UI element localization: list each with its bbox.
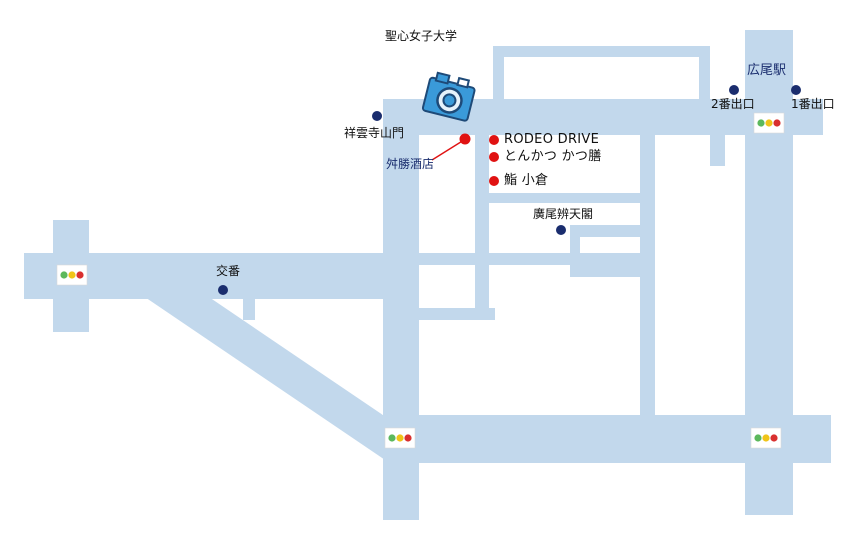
- road-diagonal: [129, 257, 406, 460]
- marker-hotel: [459, 133, 471, 145]
- marker-exit2: [729, 85, 739, 95]
- road-west-down-stub: [243, 290, 255, 320]
- road-north-loop-inner: [504, 57, 699, 99]
- camera-icon: [421, 71, 476, 122]
- road-stub-small: [710, 130, 725, 166]
- marker-tonkatsu: [489, 152, 499, 162]
- traffic-signal-west: [56, 264, 88, 286]
- label-exit1: 1番出口: [791, 97, 835, 111]
- label-station: 広尾駅: [747, 63, 787, 78]
- road-inner-east-vertical: [640, 130, 655, 420]
- marker-sushi: [489, 176, 499, 186]
- label-tonkatsu: とんかつ かつ膳: [504, 149, 602, 164]
- road-connector-2: [415, 308, 495, 320]
- marker-rodeo: [489, 135, 499, 145]
- hotel-leader-line: [431, 139, 465, 161]
- marker-exit1: [791, 85, 801, 95]
- label-temple-gate: 祥雲寺山門: [344, 126, 405, 140]
- road-connector-5: [570, 265, 645, 277]
- marker-koban: [218, 285, 228, 295]
- label-sushi: 鮨 小倉: [504, 173, 549, 188]
- traffic-signal-south-center: [384, 427, 416, 449]
- road-connector-4: [570, 225, 645, 237]
- label-koban: 交番: [216, 264, 241, 278]
- label-university: 聖心女子大学: [385, 29, 458, 43]
- label-rodeo: RODEO DRIVE: [504, 132, 600, 147]
- traffic-signal-station: [753, 112, 785, 134]
- road-connector-1: [415, 253, 650, 265]
- road-connector-3: [475, 193, 645, 203]
- label-hotel: 舛勝酒店: [386, 157, 435, 171]
- marker-temple-gate: [372, 111, 382, 121]
- road-inner-mid-vertical: [570, 225, 580, 277]
- traffic-signal-south-east: [750, 427, 782, 449]
- label-exit2: 2番出口: [711, 97, 755, 111]
- road-shop-vertical: [475, 130, 489, 320]
- marker-benten: [556, 225, 566, 235]
- label-benten: 廣尾辨天閣: [533, 207, 594, 221]
